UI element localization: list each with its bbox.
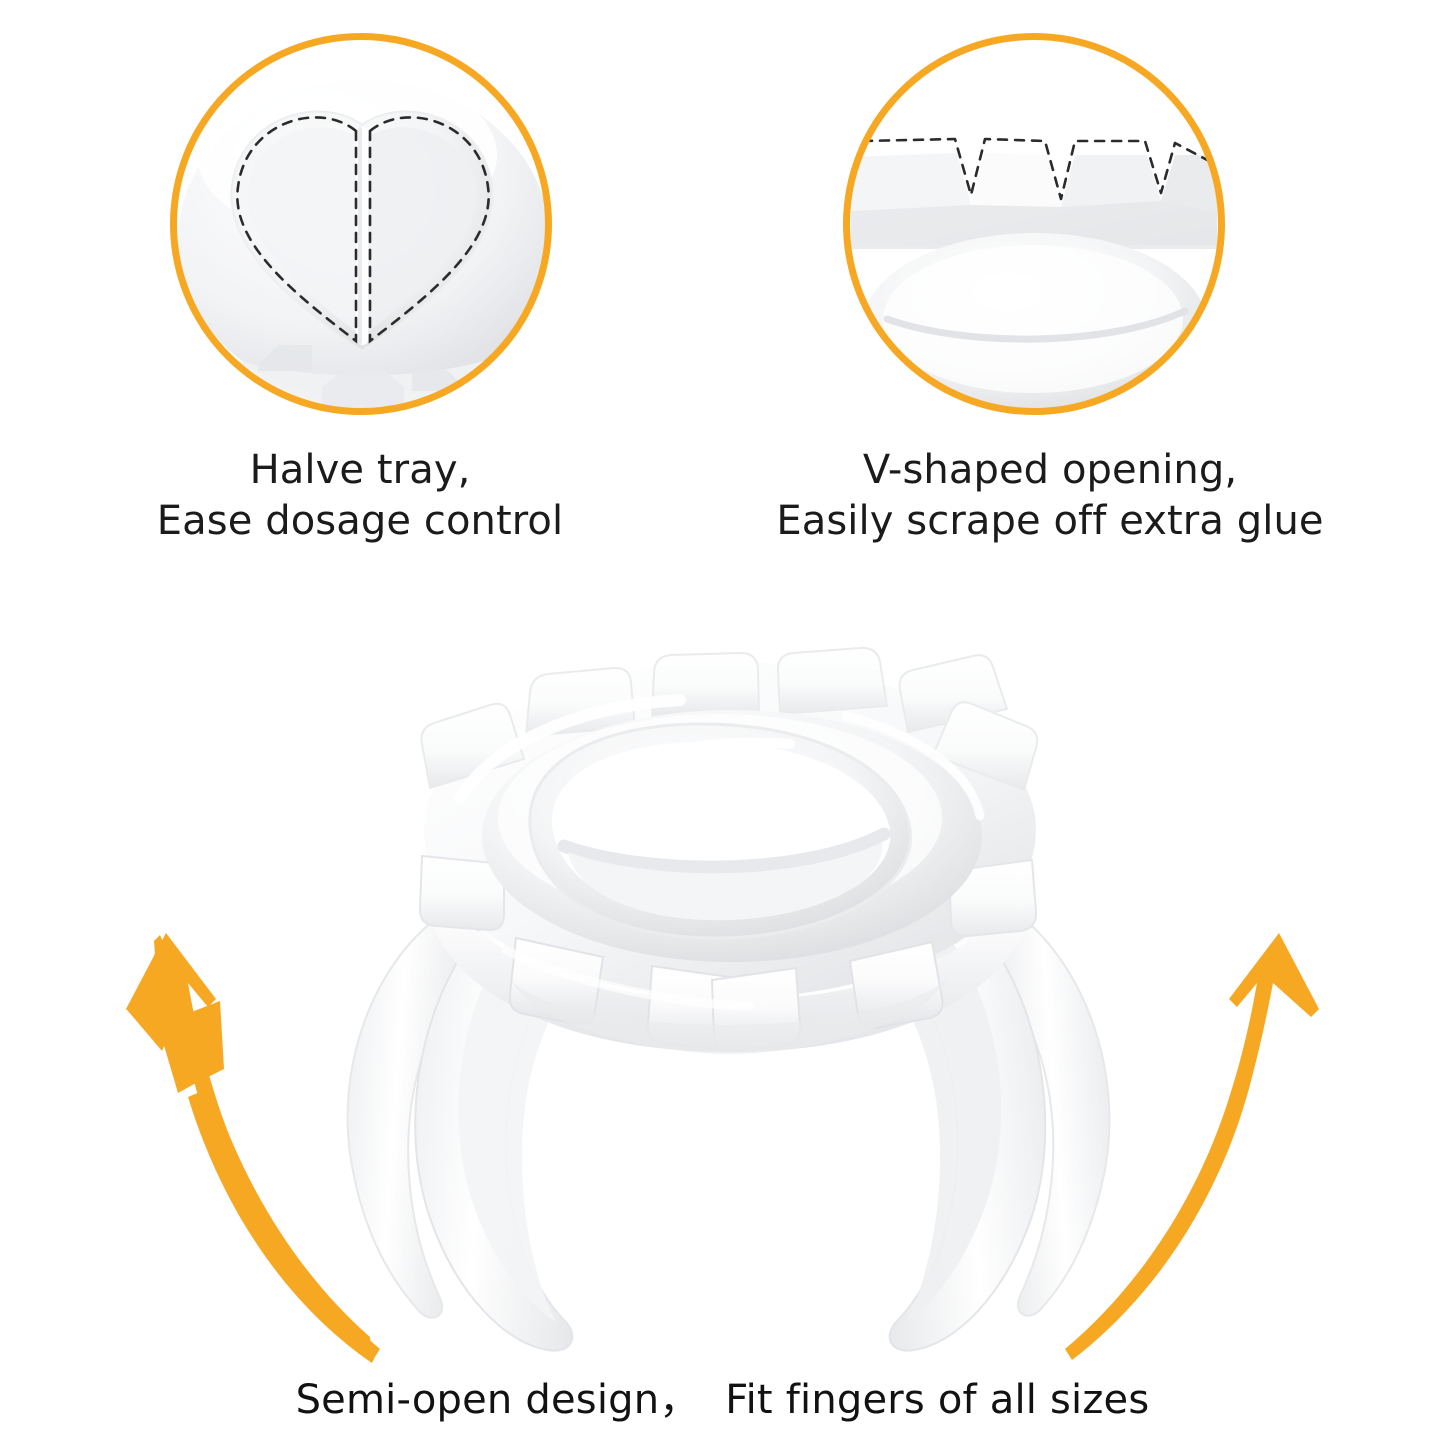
caption-v-opening-line2: Easily scrape off extra glue (776, 498, 1324, 545)
right-expand-arrow (1035, 905, 1325, 1365)
v-opening-detail-illustration (851, 137, 1217, 413)
dashed-heart-left-half (236, 116, 358, 344)
glue-ring-illustration (346, 646, 1111, 1352)
callout-circle-halve-tray (172, 35, 550, 413)
band-main-c (414, 876, 1047, 1352)
arrow-silhouette (1065, 933, 1319, 1360)
arrow-silhouette (126, 933, 380, 1360)
caption-bottom-text: Semi-open design， Fit fingers of all siz… (295, 1377, 1150, 1423)
dashed-heart-right-half (368, 116, 490, 344)
callout-circle-v-shaped-opening (845, 35, 1223, 413)
caption-v-shaped-opening: V-shaped opening, Easily scrape off extra… (770, 445, 1330, 547)
caption-halve-tray-line2: Ease dosage control (156, 498, 564, 545)
halve-tray-detail-illustration (178, 69, 550, 413)
curved-arrow-up-right-icon (1065, 933, 1319, 1360)
notched-rim-cup (418, 646, 1039, 1053)
caption-v-opening-line1: V-shaped opening, (862, 447, 1238, 493)
product-glue-ring (280, 530, 1180, 1360)
caption-halve-tray: Halve tray, Ease dosage control (110, 445, 610, 547)
curved-arrow-up-left-icon (126, 933, 380, 1363)
bowl-divider (883, 307, 1189, 343)
left-expand-arrow (120, 905, 410, 1365)
heart-tray (528, 722, 912, 940)
caption-bottom: Semi-open design， Fit fingers of all siz… (0, 1376, 1445, 1424)
tray-divider (557, 827, 891, 874)
dashed-v-notch-trace (861, 137, 1215, 201)
caption-halve-tray-line1: Halve tray, (249, 447, 471, 493)
